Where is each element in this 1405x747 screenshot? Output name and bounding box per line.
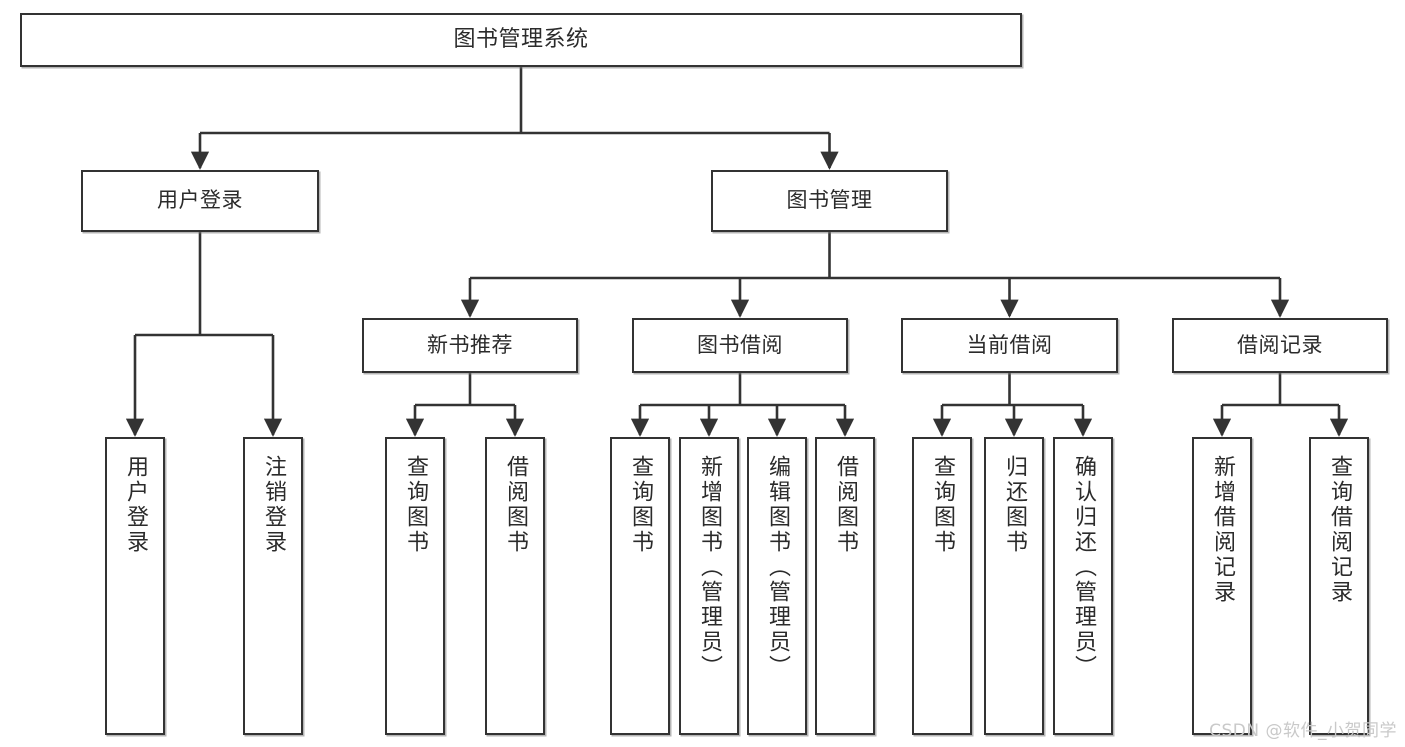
node-label-book-management: 图书管理 — [786, 188, 873, 213]
node-label-borrow-record: 借阅记录 — [1237, 332, 1323, 357]
node-label-book-borrow: 图书借阅 — [697, 332, 783, 357]
node-root[interactable]: 图书管理系统 — [20, 13, 1022, 67]
node-leaf-query-book-recommend[interactable]: 查询图书 — [385, 437, 445, 735]
node-leaf-borrow-book[interactable]: 借阅图书 — [815, 437, 875, 735]
node-label-leaf-user-login: 用户登录 — [123, 455, 148, 555]
node-label-leaf-query-book-recommend: 查询图书 — [403, 455, 428, 555]
node-label-leaf-confirm-return-admin: 确认归还（管理员） — [1071, 455, 1096, 680]
node-book-management[interactable]: 图书管理 — [711, 170, 948, 232]
node-label-leaf-query-book-current: 查询图书 — [930, 455, 955, 555]
node-current-borrow[interactable]: 当前借阅 — [901, 318, 1118, 373]
node-leaf-return-book[interactable]: 归还图书 — [984, 437, 1044, 735]
node-label-leaf-borrow-book-recommend: 借阅图书 — [503, 455, 528, 555]
node-leaf-logout[interactable]: 注销登录 — [243, 437, 303, 735]
node-user-login[interactable]: 用户登录 — [81, 170, 319, 232]
node-leaf-confirm-return-admin[interactable]: 确认归还（管理员） — [1053, 437, 1113, 735]
node-new-book-recommend[interactable]: 新书推荐 — [362, 318, 578, 373]
node-label-new-book-recommend: 新书推荐 — [427, 332, 513, 357]
node-leaf-add-book-admin[interactable]: 新增图书（管理员） — [679, 437, 739, 735]
node-leaf-user-login[interactable]: 用户登录 — [105, 437, 165, 735]
node-leaf-query-borrow-record[interactable]: 查询借阅记录 — [1309, 437, 1369, 735]
node-borrow-record[interactable]: 借阅记录 — [1172, 318, 1388, 373]
node-leaf-query-book-current[interactable]: 查询图书 — [912, 437, 972, 735]
node-leaf-edit-book-admin[interactable]: 编辑图书（管理员） — [747, 437, 807, 735]
node-leaf-add-borrow-record[interactable]: 新增借阅记录 — [1192, 437, 1252, 735]
node-label-leaf-return-book: 归还图书 — [1002, 455, 1027, 555]
node-leaf-query-book-borrow[interactable]: 查询图书 — [610, 437, 670, 735]
node-label-root: 图书管理系统 — [453, 26, 589, 52]
node-label-leaf-add-book-admin: 新增图书（管理员） — [697, 455, 722, 680]
node-label-leaf-add-borrow-record: 新增借阅记录 — [1210, 455, 1235, 605]
node-label-current-borrow: 当前借阅 — [966, 332, 1053, 357]
node-label-leaf-borrow-book: 借阅图书 — [833, 455, 858, 555]
node-label-user-login: 用户登录 — [157, 188, 243, 213]
node-label-leaf-query-borrow-record: 查询借阅记录 — [1327, 455, 1352, 605]
node-label-leaf-edit-book-admin: 编辑图书（管理员） — [765, 455, 790, 680]
node-leaf-borrow-book-recommend[interactable]: 借阅图书 — [485, 437, 545, 735]
node-book-borrow[interactable]: 图书借阅 — [632, 318, 848, 373]
node-label-leaf-logout: 注销登录 — [261, 455, 286, 555]
node-label-leaf-query-book-borrow: 查询图书 — [628, 455, 653, 555]
